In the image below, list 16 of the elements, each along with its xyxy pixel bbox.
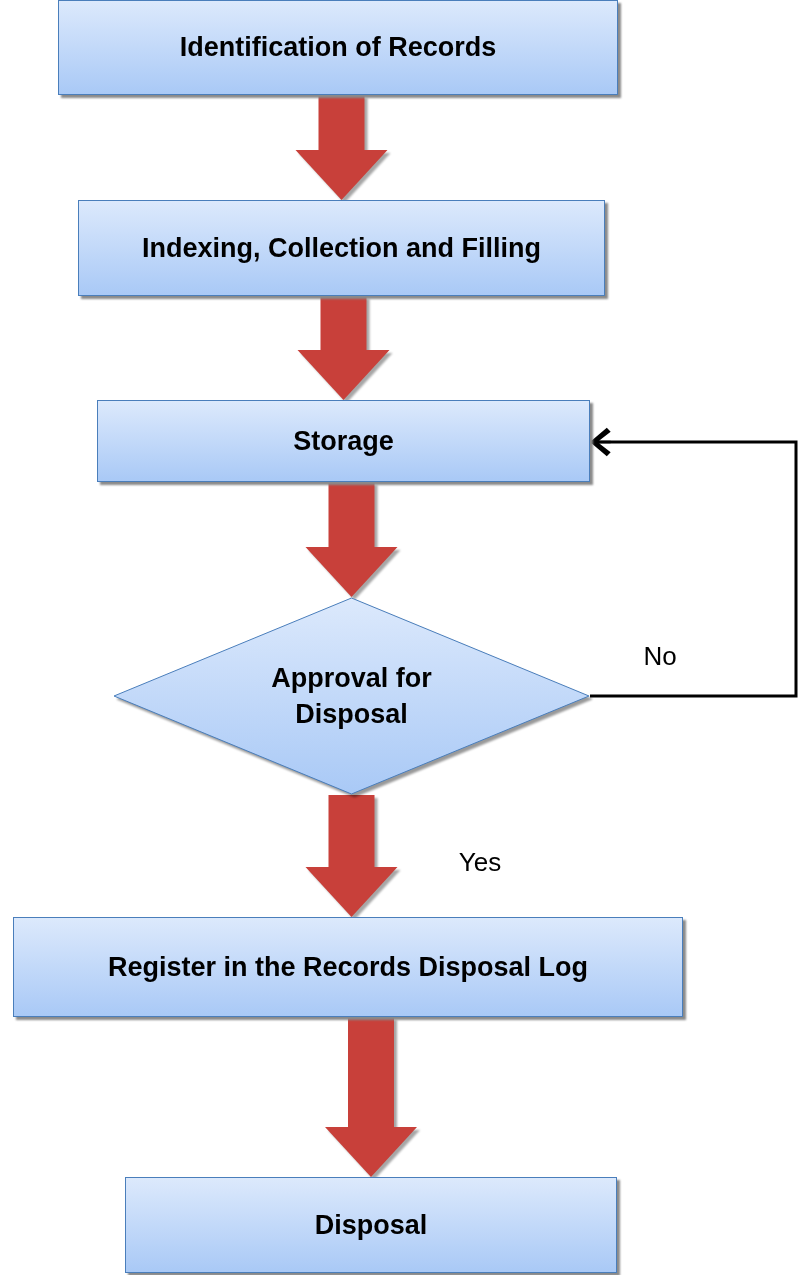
process-box — [13, 917, 683, 1017]
block-arrow — [295, 95, 388, 200]
node-label: Approval for Disposal — [270, 661, 433, 731]
node-label: Disposal — [314, 1208, 428, 1242]
process-box — [78, 200, 605, 296]
block-arrow — [325, 1017, 417, 1177]
block-arrow — [305, 482, 398, 597]
node-label: Indexing, Collection and Filling — [142, 231, 541, 265]
process-box — [97, 400, 590, 482]
process-box — [125, 1177, 617, 1273]
node-label: Identification of Records — [179, 31, 497, 65]
block-arrow — [297, 296, 390, 400]
node-label: Storage — [293, 424, 394, 458]
process-box — [58, 0, 618, 95]
node-label: Register in the Records Disposal Log — [107, 950, 589, 984]
block-arrow — [305, 795, 398, 917]
